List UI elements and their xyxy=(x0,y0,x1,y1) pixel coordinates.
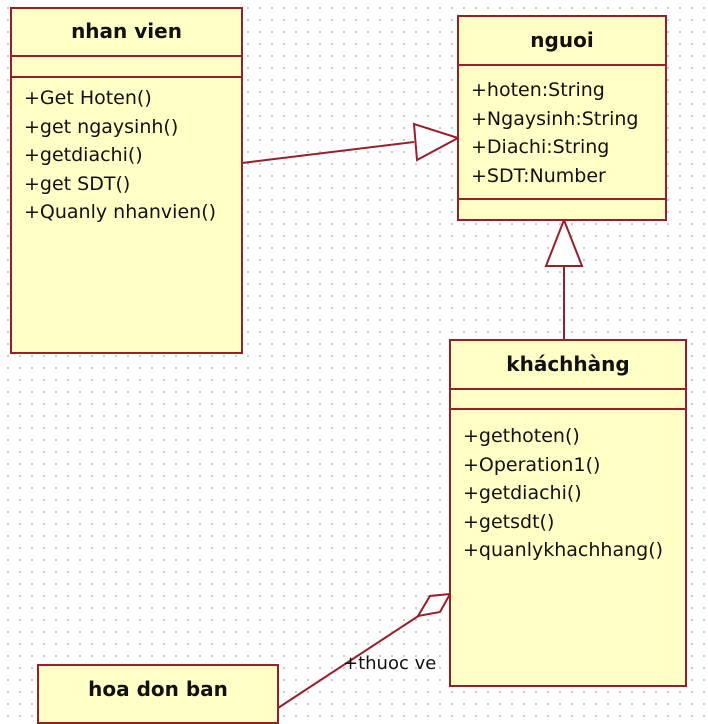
association-label: +thuoc ve xyxy=(343,653,437,674)
attribute: +Diachi:String xyxy=(471,136,610,158)
class-name-khachhang: kháchhàng xyxy=(451,341,685,390)
attribute: +SDT:Number xyxy=(471,164,606,187)
class-nhan-vien[interactable]: nhan vien +Get Hoten() +get ngaysinh() +… xyxy=(10,7,243,354)
attribute: +Ngaysinh:String xyxy=(471,107,639,130)
class-name-nguoi: nguoi xyxy=(459,17,665,66)
operation: +Operation1() xyxy=(463,453,601,476)
operation: +getdiachi() xyxy=(24,144,143,166)
class-operations-khachhang: +gethoten() +Operation1() +getdiachi() +… xyxy=(451,410,685,565)
aggregation-line-hoadonban-khachhang xyxy=(277,610,427,709)
operation: +get SDT() xyxy=(24,172,131,195)
class-attributes-nhan-vien xyxy=(12,57,241,78)
operation: +gethoten() xyxy=(463,425,580,447)
uml-class-diagram: nhan vien +Get Hoten() +get ngaysinh() +… xyxy=(10,7,687,724)
operation: +quanlykhachhang() xyxy=(463,539,664,561)
class-operations-nhan-vien: +Get Hoten() +get ngaysinh() +getdiachi(… xyxy=(12,78,241,227)
class-name-hoa-don-ban: hoa don ban xyxy=(88,677,228,701)
operation: +get ngaysinh() xyxy=(24,115,179,138)
attribute: +hoten:String xyxy=(471,79,605,101)
operation: +Get Hoten() xyxy=(24,87,152,109)
generalization-line-nhanvien-nguoi xyxy=(241,141,415,164)
class-attributes-khachhang xyxy=(451,390,685,410)
class-khachhang[interactable]: kháchhàng +gethoten() +Operation1() +get… xyxy=(449,339,687,687)
operation: +getdiachi() xyxy=(463,482,582,504)
connectors-layer xyxy=(241,122,584,709)
operation: +getsdt() xyxy=(463,510,555,533)
class-attributes-nguoi: +hoten:String +Ngaysinh:String +Diachi:S… xyxy=(459,66,665,200)
operation: +Quanly nhanvien() xyxy=(24,201,217,223)
class-hoa-don-ban[interactable]: hoa don ban xyxy=(37,664,279,724)
generalization-arrowhead-nhanvien-nguoi xyxy=(412,122,461,162)
class-nguoi[interactable]: nguoi +hoten:String +Ngaysinh:String +Di… xyxy=(457,15,667,221)
generalization-arrowhead-khachhang-nguoi xyxy=(544,217,584,267)
class-name-nhan-vien: nhan vien xyxy=(12,9,241,57)
aggregation-diamond xyxy=(416,592,452,618)
